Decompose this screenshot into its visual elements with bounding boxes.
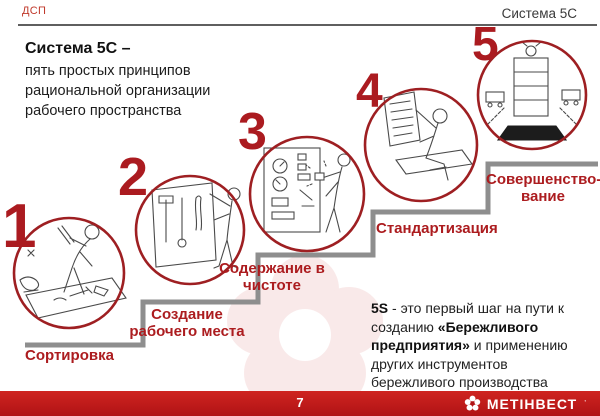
intro-line: рациональной организации [25, 83, 211, 99]
step-label-line: Совершенство- [486, 171, 600, 188]
classification-mark: ДСП [22, 5, 47, 17]
header-rule [18, 24, 597, 26]
watermark-flower [227, 255, 383, 407]
step-label-line: Содержание в [219, 260, 325, 277]
note-segment-bold: «Бережливого предприятия» [371, 318, 539, 354]
step-label-standardization: Стандартизация [376, 220, 498, 237]
metinvest-flower-icon [464, 395, 481, 411]
step-label-line: чистоте [243, 277, 301, 294]
step-number-1: 1 [2, 192, 37, 261]
note-segment: - это первый шаг на пути к созданию [371, 300, 564, 335]
note-5s: 5S - это первый шаг на пути к созданию «… [371, 299, 583, 392]
step-label-line: Сортировка [25, 347, 114, 364]
workplace-illustration [151, 182, 241, 269]
step-label-cleanliness: Содержание в чистоте [212, 260, 332, 294]
step-label-line: Стандартизация [376, 220, 498, 237]
sorting-illustration [19, 224, 127, 319]
step-number-3: 3 [238, 103, 267, 161]
step-number-5: 5 [472, 18, 499, 71]
step-number-2: 2 [118, 147, 149, 207]
step-circles [12, 39, 588, 330]
note-segment-bold: 5S [371, 300, 389, 316]
step-label-line: Создание [151, 306, 223, 323]
cleaning-illustration [263, 147, 351, 233]
intro-line: рабочего пространства [25, 103, 182, 119]
step-label-line: рабочего места [129, 323, 245, 340]
brand-logo: МЕТІНВЕСТ ’ [464, 391, 586, 416]
brand-trademark: ’ [584, 399, 586, 408]
intro-block: Система 5С – пять простых принципов раци… [25, 40, 210, 121]
step-label-perfection: Совершенство- вание [486, 171, 600, 205]
note-segment: и применению других инструментов бережли… [371, 337, 568, 390]
step-label-line: вание [521, 188, 565, 205]
header-title: Система 5С [501, 6, 577, 21]
step-label-workplace: Создание рабочего места [127, 306, 247, 340]
footer-bar: 7 МЕТІНВЕСТ ’ [0, 391, 600, 416]
perfection-illustration [485, 41, 581, 141]
slide-title: Система 5С – [25, 40, 131, 57]
staircase-steps [25, 161, 598, 348]
brand-name: МЕТІНВЕСТ [486, 395, 578, 412]
intro-line: пять простых принципов [25, 63, 191, 79]
page-number: 7 [296, 395, 304, 410]
standardization-illustration [383, 91, 473, 181]
step-label-sorting: Сортировка [25, 347, 114, 364]
step-number-4: 4 [356, 65, 383, 118]
